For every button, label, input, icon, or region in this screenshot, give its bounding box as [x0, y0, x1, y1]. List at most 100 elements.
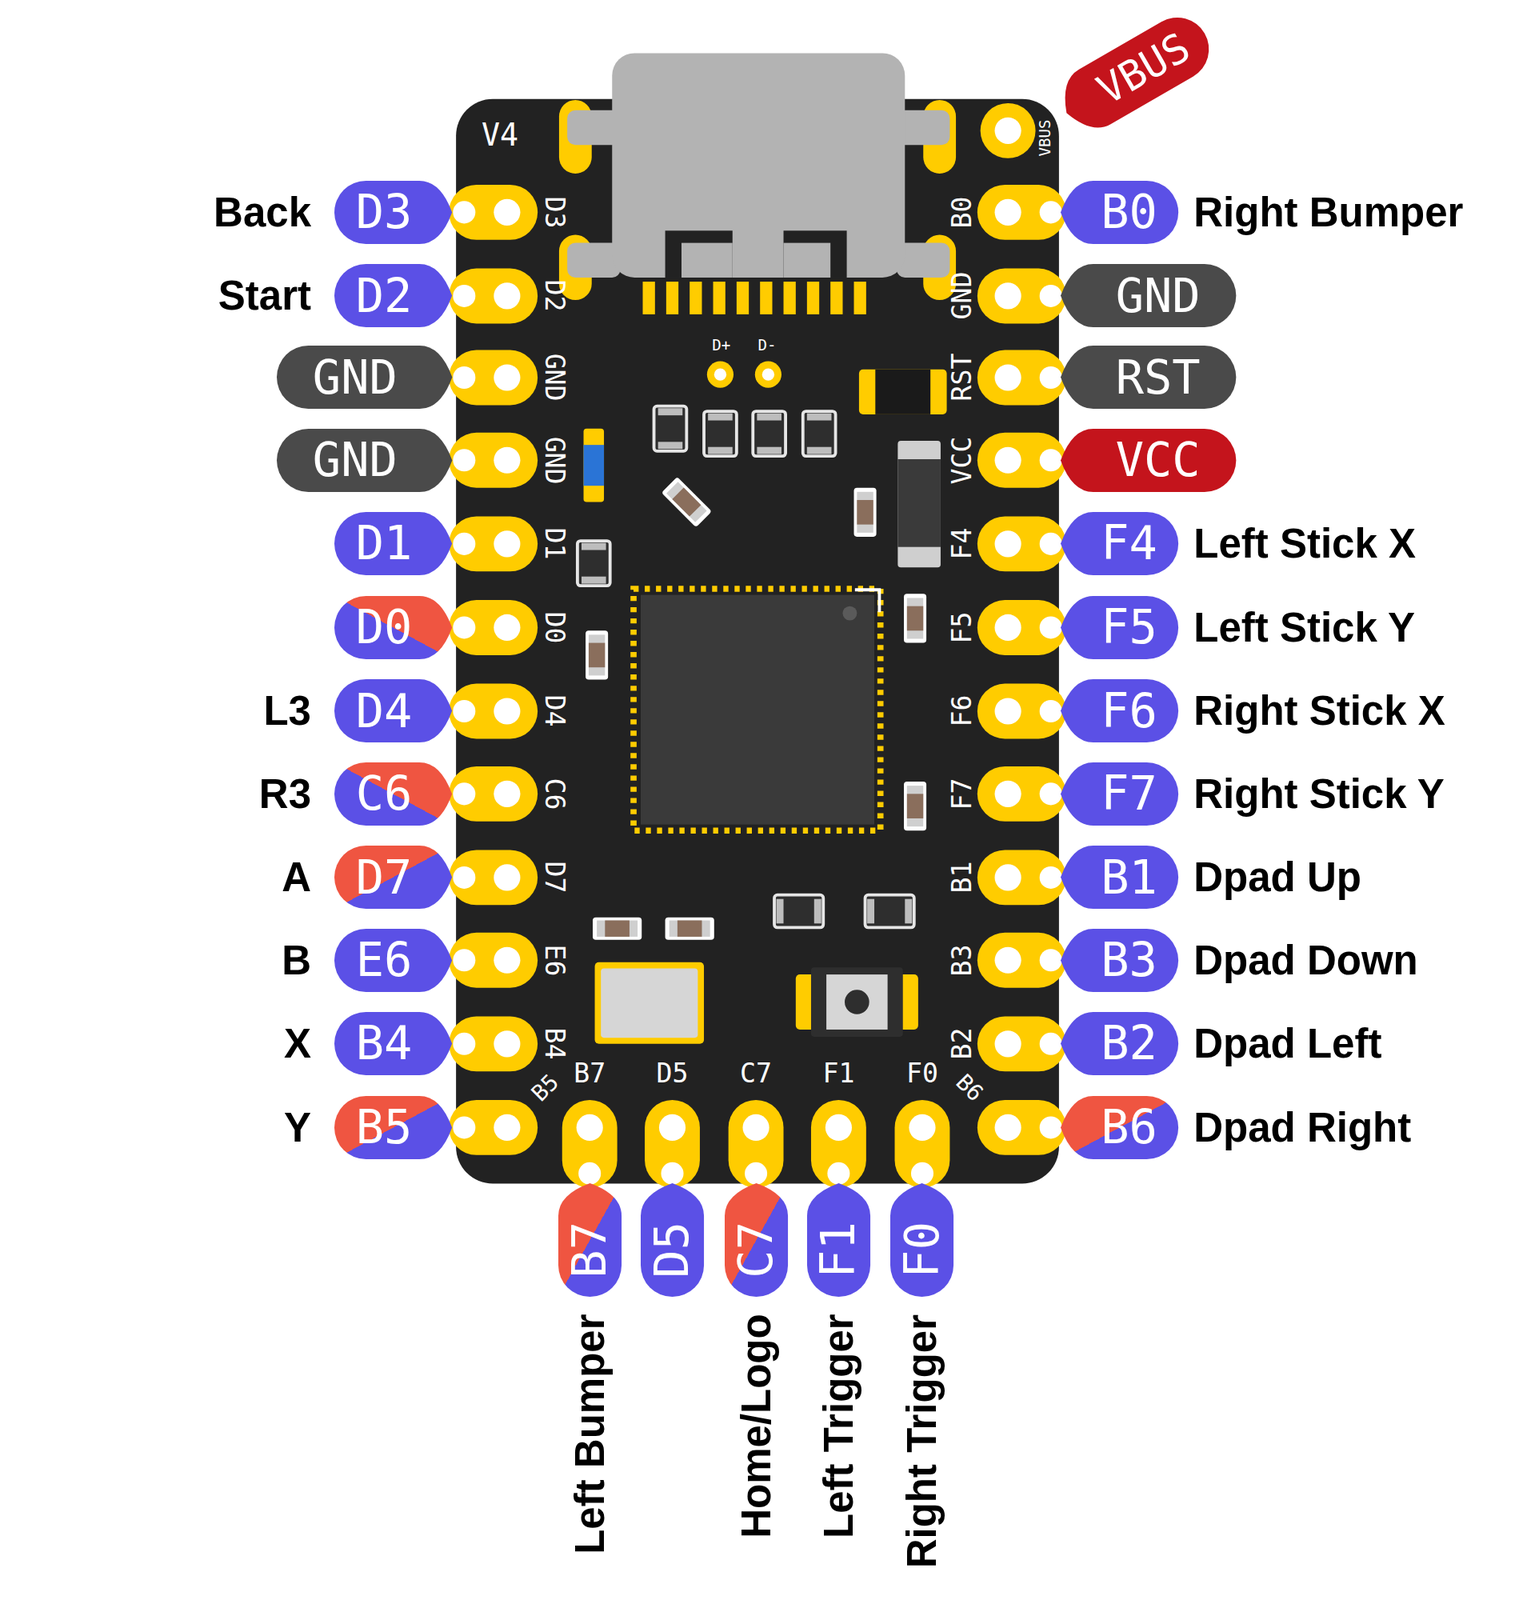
pin-function: Dpad Down — [1193, 935, 1418, 985]
pin-function: R3 — [259, 769, 312, 819]
pin-name: C7 — [732, 1221, 780, 1279]
pin-name: D0 — [355, 603, 413, 652]
silkscreen-label: B7 — [573, 1059, 606, 1087]
pin-tag-outline — [334, 511, 452, 576]
pin-label: D4L3 — [334, 679, 452, 743]
pin-name: B5 — [355, 1103, 413, 1152]
pin-label: F4Left Stick X — [1060, 511, 1179, 576]
pin-label: B3Dpad Down — [1060, 928, 1179, 992]
pin-tag-outline — [1060, 595, 1179, 660]
pin-name: F1 — [815, 1221, 863, 1279]
pin-function: L3 — [263, 686, 312, 736]
pin-name: D1 — [355, 519, 413, 568]
pin-label: RST — [1060, 345, 1236, 409]
pin-name: F4 — [1100, 519, 1158, 568]
pin-name: GND — [312, 354, 398, 402]
pin-label: B6Dpad Right — [1060, 1095, 1179, 1160]
pin-tag-outline — [1050, 6, 1220, 141]
pin-function: Dpad Up — [1193, 852, 1362, 902]
pin-function: Y — [283, 1103, 312, 1152]
pin-name: D4 — [355, 687, 413, 736]
pin-function: Home/Logo — [731, 1314, 780, 1539]
pin-function: X — [283, 1019, 312, 1068]
pin-tag-outline — [334, 928, 452, 992]
pin-label: VCC — [1060, 428, 1236, 492]
pin-tag-outline — [334, 595, 452, 660]
pin-tag-outline — [334, 1095, 452, 1160]
pin-label: VBUS — [1050, 6, 1220, 141]
pin-function: Back — [213, 187, 312, 237]
silkscreen-label: C7 — [739, 1059, 772, 1087]
pin-function: Left Stick X — [1193, 519, 1416, 568]
pin-name: D2 — [355, 272, 413, 320]
pin-label: GND — [1060, 263, 1236, 328]
pin-tag-outline — [1060, 1011, 1179, 1076]
silkscreen-label: F4 — [948, 527, 976, 560]
silkscreen-label: F0 — [906, 1059, 939, 1087]
pin-name: F0 — [899, 1221, 947, 1279]
silkscreen-label: D1 — [540, 527, 568, 560]
pin-tag-outline — [334, 762, 452, 826]
pin-tag-outline — [276, 428, 452, 492]
pin-label: F0Right Trigger — [890, 1183, 954, 1297]
silkscreen-label: C6 — [540, 777, 568, 810]
pin-tag-outline — [334, 180, 452, 244]
usb-c-connector — [559, 52, 956, 315]
pin-name: B4 — [355, 1019, 413, 1068]
pin-name: B7 — [566, 1221, 614, 1279]
pin-function: Left Bumper — [565, 1314, 615, 1555]
pin-name: F5 — [1100, 603, 1158, 652]
silkscreen-label: GND — [540, 435, 568, 484]
pin-label: F7Right Stick Y — [1060, 762, 1179, 826]
pin-name: F7 — [1100, 770, 1158, 818]
pin-name: B1 — [1100, 854, 1158, 902]
pin-tag-outline — [1060, 679, 1179, 743]
pin-name: D5 — [648, 1221, 696, 1279]
pin-name: B2 — [1100, 1019, 1158, 1068]
silkscreen-label: D0 — [540, 611, 568, 644]
pin-name: B6 — [1100, 1103, 1158, 1152]
pin-function: Left Trigger — [814, 1314, 864, 1539]
silkscreen-label: V4 — [481, 119, 519, 151]
pin-label: C6R3 — [334, 762, 452, 826]
pin-tag-outline — [334, 845, 452, 909]
pin-name: GND — [312, 436, 398, 484]
pin-tag-outline — [276, 345, 452, 409]
silkscreen-label: D4 — [540, 695, 568, 728]
pin-label: D1 — [334, 511, 452, 576]
pin-label: B2Dpad Left — [1060, 1011, 1179, 1076]
pin-function: Right Trigger — [897, 1314, 947, 1568]
pin-function: B — [281, 935, 312, 985]
pin-tag-outline — [1060, 1095, 1179, 1160]
silkscreen-label: F5 — [948, 611, 976, 644]
pin-tag-outline — [1060, 511, 1179, 576]
silkscreen-label: B3 — [948, 943, 976, 976]
pin-tag-outline — [807, 1183, 871, 1297]
reset-button — [795, 967, 919, 1037]
silkscreen-label: D7 — [540, 861, 568, 894]
silkscreen-label: F6 — [948, 695, 976, 728]
silkscreen-label: E6 — [540, 943, 568, 976]
silkscreen-label: D2 — [540, 279, 568, 312]
pin-name: RST — [1115, 354, 1201, 402]
silkscreen-label: D3 — [540, 195, 568, 228]
pin-label: F1Left Trigger — [807, 1183, 871, 1297]
silkscreen-label: D+ — [711, 337, 731, 353]
pin-name: D7 — [355, 854, 413, 902]
usb-test-pads — [707, 361, 782, 388]
pin-label: B7Left Bumper — [558, 1183, 622, 1297]
crystal — [595, 962, 704, 1044]
pin-name: F6 — [1100, 687, 1158, 736]
pin-function: Start — [218, 271, 312, 320]
pin-function: A — [281, 852, 312, 902]
pin-name: D3 — [355, 188, 413, 236]
pin-name: GND — [1115, 272, 1201, 320]
pin-function: Left Stick Y — [1193, 603, 1416, 652]
pin-tag-outline — [640, 1183, 704, 1297]
left-pads — [448, 184, 538, 1156]
pin-tag-outline — [1060, 928, 1179, 992]
pin-tag-outline — [1060, 762, 1179, 826]
pin-label: B4X — [334, 1011, 452, 1076]
smd-components — [577, 369, 948, 940]
